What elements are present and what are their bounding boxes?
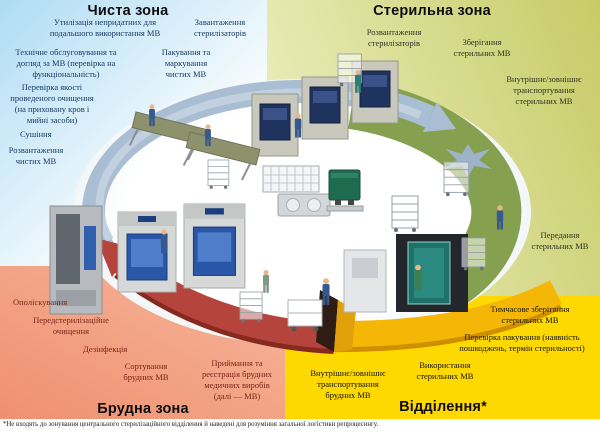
washer-disinfector-illustration [117,211,177,293]
sterilization-container-illustration [277,193,331,217]
footnote-background [0,419,600,434]
transfer-starburst [444,144,492,178]
packing-table-illustration [182,131,261,181]
green-container-illustration [326,169,364,212]
instrument-rack-illustration [443,161,470,197]
step-packaging-check: Перевірка пакування (наявність пошкоджен… [459,332,585,353]
step-unloading-sterilizers: Розвантаження стерилізаторів [366,27,422,48]
step-sorting-dirty: Сортування брудних МВ [123,361,169,382]
step-transport-sterile: Внутрішнє/зовнішнє транспортування стери… [506,74,582,106]
instrument-rack-illustration [391,195,419,233]
step-cleaning-quality-check: Перевірка якості проведеного очищення (н… [10,82,94,125]
step-unloading-clean-items: Розвантаження чистих МВ [8,145,64,166]
instrument-rack-illustration [461,237,486,271]
sterilizer-illustration [251,93,299,157]
step-temp-storage-sterile: Тимчасове зберігання стерильних МВ [490,304,570,325]
washer-disinfector-illustration [183,203,246,289]
partition-door-illustration [343,249,387,313]
footnote: *Не входять до зонування центрального ст… [3,421,379,428]
step-utilization: Утилізація непридатних для подальшого ви… [49,17,161,38]
step-rinsing: Ополіскування [13,297,68,307]
step-maintenance: Технічне обслуговування та догляд за МВ … [15,47,117,79]
step-transport-dirty: Внутрішнє/зовнішнє транспортування брудн… [310,368,386,400]
zone-title-sterile: Стерильна зона [373,3,491,19]
step-loading-sterilizers: Завантаження стерилізаторів [193,17,247,38]
step-pre-sterilization-cleaning: Передстерилізаційне очищення [33,315,109,336]
step-receiving-registration: Приймання та реєстрація брудних медичних… [201,358,273,401]
zone-title-dirty: Брудна зона [97,401,189,417]
step-disinfection: Дезінфекція [83,344,128,354]
cleaning-machine-illustration [49,205,103,315]
step-storage-sterile: Зберігання стерильних МВ [453,37,511,58]
instrument-rack-illustration [207,159,230,190]
operating-room-door-illustration [396,234,468,312]
instrument-rack-illustration [239,291,263,324]
transport-cart-illustration [287,299,323,332]
transition-arrow [316,290,356,352]
wire-basket-illustration [262,165,320,193]
step-packing-labeling: Пакування та маркування чистих МВ [161,47,211,79]
zone-title-clean: Чиста зона [87,3,169,19]
step-use-sterile: Використання стерильних МВ [416,360,474,381]
step-transfer-sterile: Передання стерильних МВ [531,230,589,251]
zone-title-department: Відділення* [399,399,487,415]
step-drying: Сушіння [20,129,52,139]
